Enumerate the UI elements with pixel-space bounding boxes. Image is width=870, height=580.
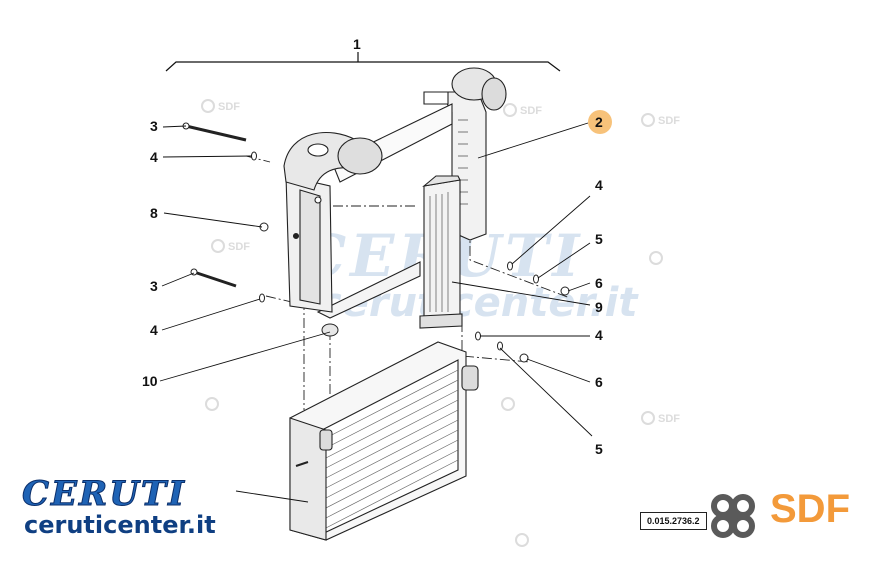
svg-text:SDF: SDF <box>658 413 680 425</box>
washer-5-right-lower <box>497 341 503 351</box>
sdf-watermark-2: SDF <box>503 103 542 117</box>
sdf-watermark-1: SDF <box>201 99 240 113</box>
assembly-alignment-lines <box>245 155 571 410</box>
callout-4-upper: 4 <box>150 149 158 165</box>
small-cooler-part-9 <box>419 175 463 329</box>
washer-4-lower <box>259 293 265 303</box>
svg-text:SDF: SDF <box>520 105 542 117</box>
sdf-logo: SDF <box>770 487 850 531</box>
nut-6-right-lower <box>519 353 529 363</box>
callout-5-right-lower: 5 <box>595 441 603 457</box>
callout-3-lower: 3 <box>150 278 158 294</box>
sdf-watermark-4: SDF <box>211 239 250 253</box>
callout-8: 8 <box>150 205 158 221</box>
bolt-3-upper <box>182 122 247 142</box>
ceruti-url: ceruticenter.it <box>24 511 216 539</box>
sdf-watermark-6 <box>205 397 219 411</box>
sdf-watermarks: SDF SDF SDF SDF SDF <box>201 99 680 547</box>
assembly-bracket <box>165 61 561 72</box>
leader-lines <box>159 122 593 503</box>
washer-4-right-upper <box>507 261 513 271</box>
washer-5-right-upper <box>533 274 539 284</box>
callout-4-lower: 4 <box>150 322 158 338</box>
bolt-3-lower <box>190 268 237 288</box>
sdf-watermark-9 <box>515 533 529 547</box>
svg-text:SDF: SDF <box>658 115 680 127</box>
callout-6-right-lower: 6 <box>595 374 603 390</box>
sdf-watermark-7 <box>501 397 515 411</box>
radiator <box>289 341 479 541</box>
callout-numbers: 1 2 3 4 8 3 4 10 4 5 6 9 4 6 5 <box>142 36 603 457</box>
highlight-bubble <box>588 110 612 134</box>
callout-9: 9 <box>595 299 603 315</box>
reference-code: 0.015.2736.2 <box>640 512 707 530</box>
mount-10 <box>321 323 339 337</box>
sdf-watermark-5 <box>649 251 663 265</box>
svg-text:SDF: SDF <box>218 101 240 113</box>
washer-4-right-lower <box>475 331 481 341</box>
callout-10: 10 <box>142 373 158 389</box>
intercooler-rear-tank <box>423 67 507 241</box>
sdf-watermark-3: SDF <box>641 113 680 127</box>
callout-4-right-upper: 4 <box>595 177 603 193</box>
callout-3-upper: 3 <box>150 118 158 134</box>
washer-4-upper <box>251 151 257 161</box>
callout-1: 1 <box>353 36 361 52</box>
intercooler-front-tank <box>283 131 383 313</box>
sdf-emblem-icon <box>711 494 755 538</box>
svg-text:SDF: SDF <box>228 241 250 253</box>
callout-4-right-lower: 4 <box>595 327 603 343</box>
callout-2: 2 <box>595 114 603 130</box>
nut-6-right-upper <box>560 286 570 296</box>
callout-6-right-upper: 6 <box>595 275 603 291</box>
callout-5-right-upper: 5 <box>595 231 603 247</box>
ceruti-logo: CERUTI <box>21 474 187 515</box>
sdf-watermark-8: SDF <box>641 411 680 425</box>
